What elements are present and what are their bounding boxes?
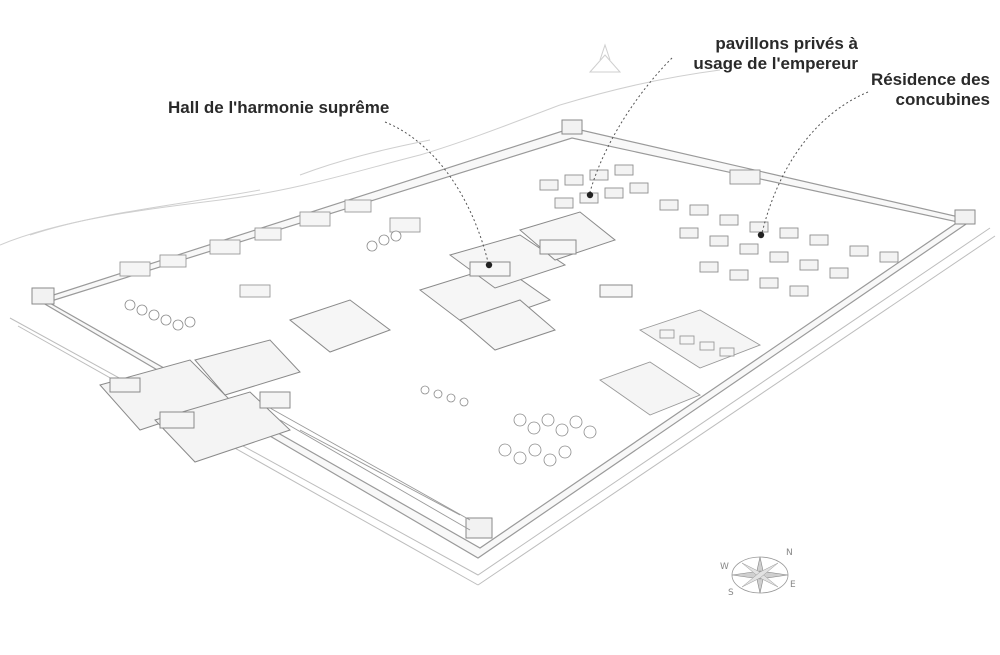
garden-trees: [124, 230, 597, 467]
compass-w: W: [720, 562, 729, 572]
meridian-gate: [99, 339, 301, 463]
label-pavillons-prives: pavillons privés à usage de l'empereur: [690, 34, 858, 74]
residence-grid: [539, 164, 899, 297]
central-halls: [288, 211, 633, 353]
west-buildings: [119, 199, 421, 298]
hall-harmonie-marker: [485, 261, 493, 269]
label-line: concubines: [895, 90, 990, 109]
east-blocks: [599, 309, 762, 416]
pavillons-marker: [586, 191, 594, 199]
label-line: usage de l'empereur: [693, 54, 858, 73]
compass-e: E: [790, 580, 796, 590]
label-hall-harmonie: Hall de l'harmonie suprême: [168, 98, 389, 118]
label-line: Hall de l'harmonie suprême: [168, 98, 390, 117]
compass-s: S: [728, 588, 734, 598]
label-line: Résidence des: [870, 70, 990, 89]
compass-rose-icon: N E S W: [720, 548, 796, 598]
label-residence-concubines: Résidence des concubines: [860, 70, 990, 110]
leader-dots: [485, 191, 765, 269]
compass-n: N: [786, 548, 793, 558]
label-line: pavillons privés à: [715, 34, 858, 53]
leader-lines: [384, 57, 869, 263]
concubines-marker: [757, 231, 765, 239]
corner-towers: [31, 119, 976, 539]
south-wall-details: [269, 407, 471, 531]
background-hills: [0, 43, 721, 246]
